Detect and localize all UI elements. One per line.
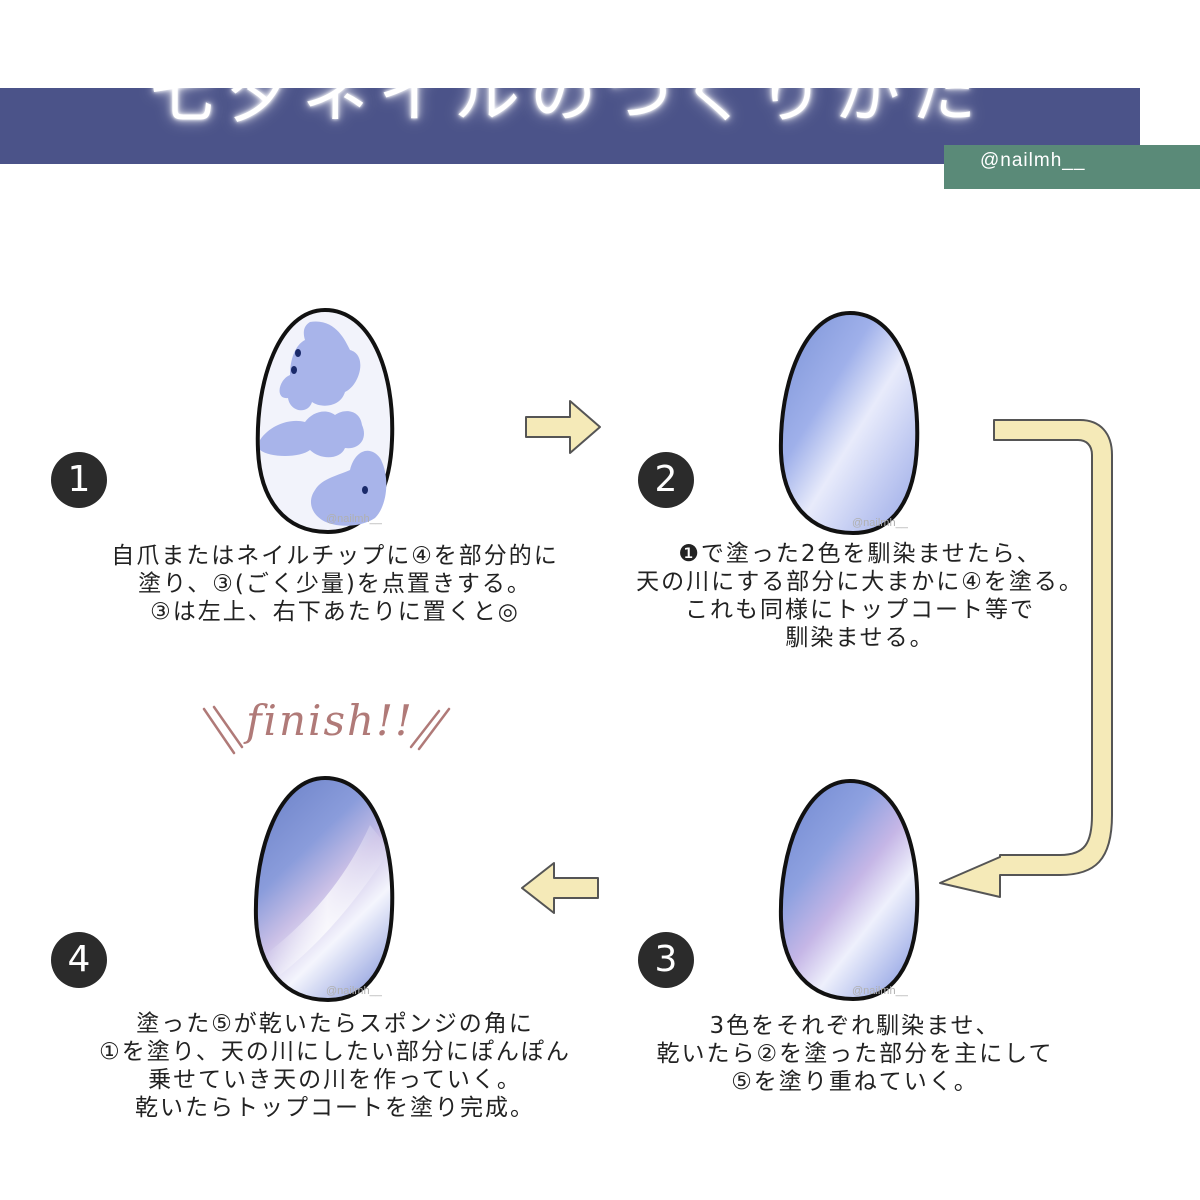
watermark: @nailmh__ <box>852 517 908 529</box>
left-arrow-icon <box>521 862 599 914</box>
step-4-line: 乾いたらトップコートを塗り完成。 <box>135 1095 535 1121</box>
step-1-description: 自爪またはネイルチップに④を部分的に 塗り、③(ごく少量)を点置きする。 ③は左… <box>40 542 630 626</box>
step-2-line: ❶で塗った2色を馴染ませたら、 <box>678 541 1042 567</box>
step-4-description: 塗った⑤が乾いたらスポンジの角に ①を塗り、天の川にしたい部分にぽんぽん 乗せて… <box>30 1010 640 1122</box>
step-4-line: 塗った⑤が乾いたらスポンジの角に <box>136 1011 534 1037</box>
finish-left-slashes-icon <box>202 705 244 755</box>
step-number-4: 4 <box>51 932 107 988</box>
step-1-line: ③は左上、右下あたりに置くと◎ <box>150 599 520 625</box>
watermark: @nailmh__ <box>852 985 908 997</box>
step-number-2: 2 <box>638 452 694 508</box>
step-1-line: 塗り、③(ごく少量)を点置きする。 <box>138 571 532 597</box>
nail-step-3 <box>778 778 920 1002</box>
watermark: @nailmh__ <box>326 513 382 525</box>
step-number-3: 3 <box>638 932 694 988</box>
page-title: 七夕ネイルのつくりかた <box>150 55 986 132</box>
curved-arrow-icon <box>939 419 1113 898</box>
step-2-line: これも同様にトップコート等で <box>685 597 1035 623</box>
finish-right-slashes-icon <box>409 707 451 751</box>
step-4-line: ①を塗り、天の川にしたい部分にぽんぽん <box>99 1039 571 1065</box>
step-2-description: ❶で塗った2色を馴染ませたら、 天の川にする部分に大まかに④を塗る。 これも同様… <box>590 540 1130 652</box>
step-3-description: 3色をそれぞれ馴染ませ、 乾いたら②を塗った部分を主にして ⑤を塗り重ねていく。 <box>610 1012 1100 1096</box>
step-number-1: 1 <box>51 452 107 508</box>
watermark: @nailmh__ <box>326 985 382 997</box>
step-3-line: 3色をそれぞれ馴染ませ、 <box>709 1013 1001 1039</box>
right-arrow-icon <box>525 400 601 454</box>
nail-dot <box>295 349 301 357</box>
step-2-line: 馴染ませる。 <box>785 625 935 651</box>
step-3-line: ⑤を塗り重ねていく。 <box>731 1069 979 1095</box>
step-1-line: 自爪またはネイルチップに④を部分的に <box>111 543 559 569</box>
nail-dot <box>362 486 368 494</box>
nail-step-1 <box>255 307 395 535</box>
handle-badge <box>944 145 1200 189</box>
nail-step-2 <box>778 310 920 536</box>
nail-dot <box>291 366 297 374</box>
step-3-line: 乾いたら②を塗った部分を主にして <box>656 1041 1054 1067</box>
step-2-line: 天の川にする部分に大まかに④を塗る。 <box>636 569 1084 595</box>
step-4-line: 乗せていき天の川を作っていく。 <box>148 1067 522 1093</box>
finish-label: finish!! <box>246 696 414 745</box>
nail-step-4 <box>253 775 395 1003</box>
handle-label: @nailmh__ <box>980 150 1086 171</box>
